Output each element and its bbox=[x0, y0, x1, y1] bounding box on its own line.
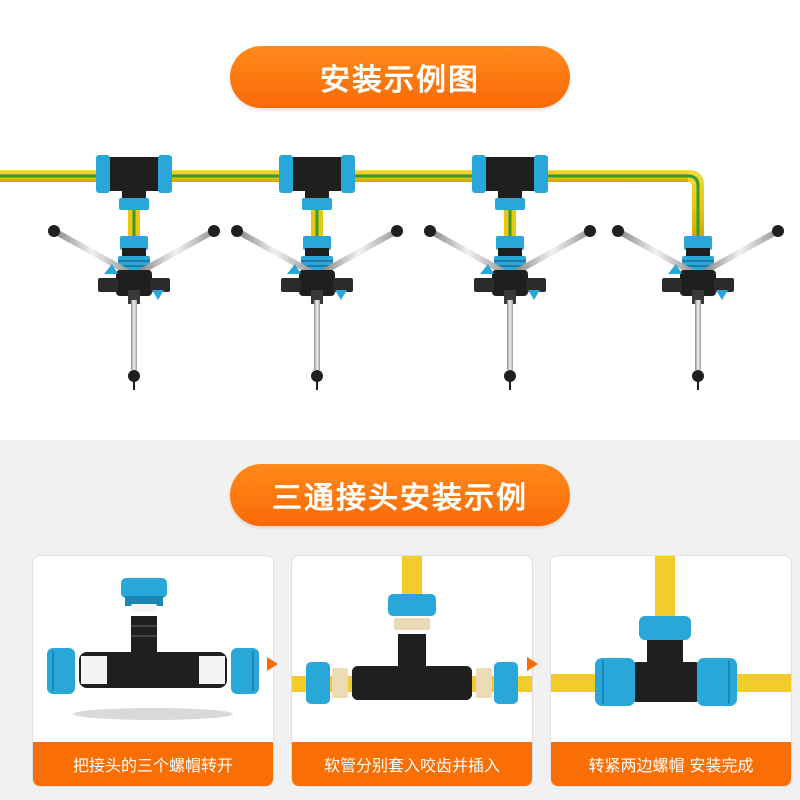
next-step-arrow-icon bbox=[527, 657, 538, 671]
tee-connector-example-title: 三通接头安装示例 bbox=[230, 464, 570, 526]
hose-inserted-illustration bbox=[292, 556, 532, 704]
tee-disassembled-illustration bbox=[47, 578, 259, 720]
installation-example-title: 安装示例图 bbox=[230, 46, 570, 108]
step-caption-2: 软管分别套入咬齿并插入 bbox=[292, 742, 532, 786]
step-caption-3: 转紧两边螺帽 安装完成 bbox=[551, 742, 791, 786]
step-caption-1: 把接头的三个螺帽转开 bbox=[33, 742, 273, 786]
tee-assembled-illustration bbox=[551, 556, 791, 706]
sprinkler-installation-illustration bbox=[0, 140, 784, 400]
step-card-1: 把接头的三个螺帽转开 bbox=[32, 555, 274, 787]
next-step-arrow-icon bbox=[267, 657, 278, 671]
step-card-2: 软管分别套入咬齿并插入 bbox=[291, 555, 533, 787]
step-card-3: 转紧两边螺帽 安装完成 bbox=[550, 555, 792, 787]
